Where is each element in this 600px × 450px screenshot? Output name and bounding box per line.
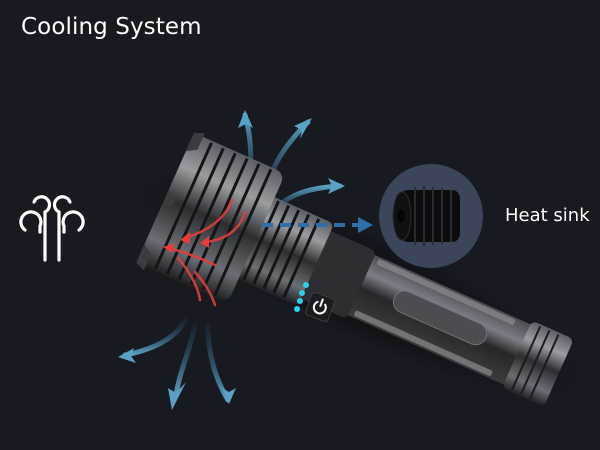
power-button bbox=[304, 291, 336, 323]
heat-sink-callout bbox=[379, 164, 483, 268]
cool-airflow-down-arrows bbox=[122, 317, 231, 403]
heat-sink-label: Heat sink bbox=[505, 205, 590, 226]
battery-indicator bbox=[294, 282, 309, 312]
heat-sink-image bbox=[392, 186, 460, 246]
page-title: Cooling System bbox=[21, 14, 202, 40]
power-icon bbox=[312, 298, 327, 315]
switch-panel bbox=[294, 282, 336, 323]
